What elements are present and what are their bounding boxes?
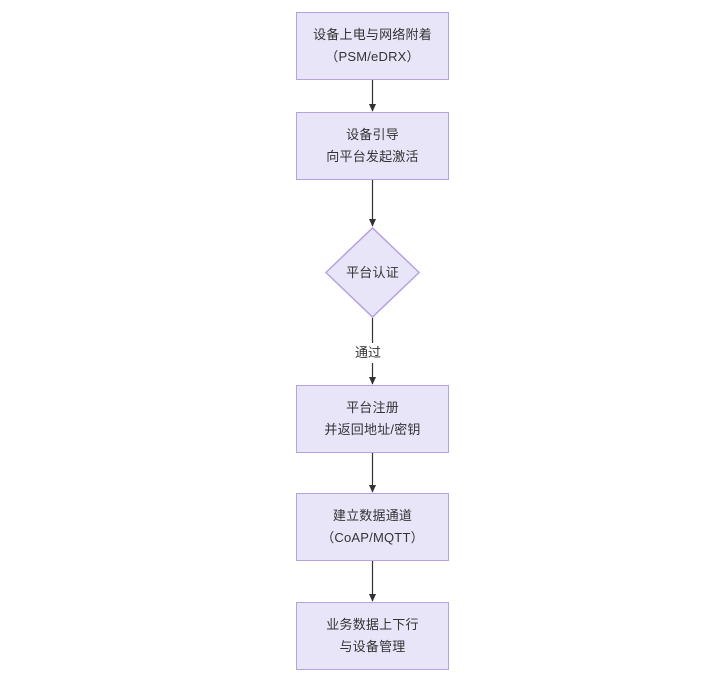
node-business-data-label: 业务数据上下行 与设备管理 (326, 617, 419, 654)
node-data-channel[interactable]: 建立数据通道 （CoAP/MQTT） (296, 493, 449, 561)
node-bootstrap-label: 设备引导 向平台发起激活 (326, 127, 419, 164)
edge-label-pass-text: 通过 (355, 345, 382, 360)
node-bootstrap[interactable]: 设备引导 向平台发起激活 (296, 112, 449, 180)
diamond-shape (325, 227, 420, 318)
node-business-data[interactable]: 业务数据上下行 与设备管理 (296, 602, 449, 670)
edge-label-pass: 通过 (352, 343, 385, 363)
node-platform-auth[interactable]: 平台认证 (325, 227, 420, 318)
node-platform-auth-label: 平台认证 (346, 264, 399, 280)
node-power-on-label: 设备上电与网络附着 （PSM/eDRX） (313, 27, 432, 64)
node-platform-register[interactable]: 平台注册 并返回地址/密钥 (296, 385, 449, 453)
node-power-on[interactable]: 设备上电与网络附着 （PSM/eDRX） (296, 12, 449, 80)
node-platform-register-label: 平台注册 并返回地址/密钥 (324, 400, 421, 437)
node-data-channel-label: 建立数据通道 （CoAP/MQTT） (321, 508, 424, 545)
